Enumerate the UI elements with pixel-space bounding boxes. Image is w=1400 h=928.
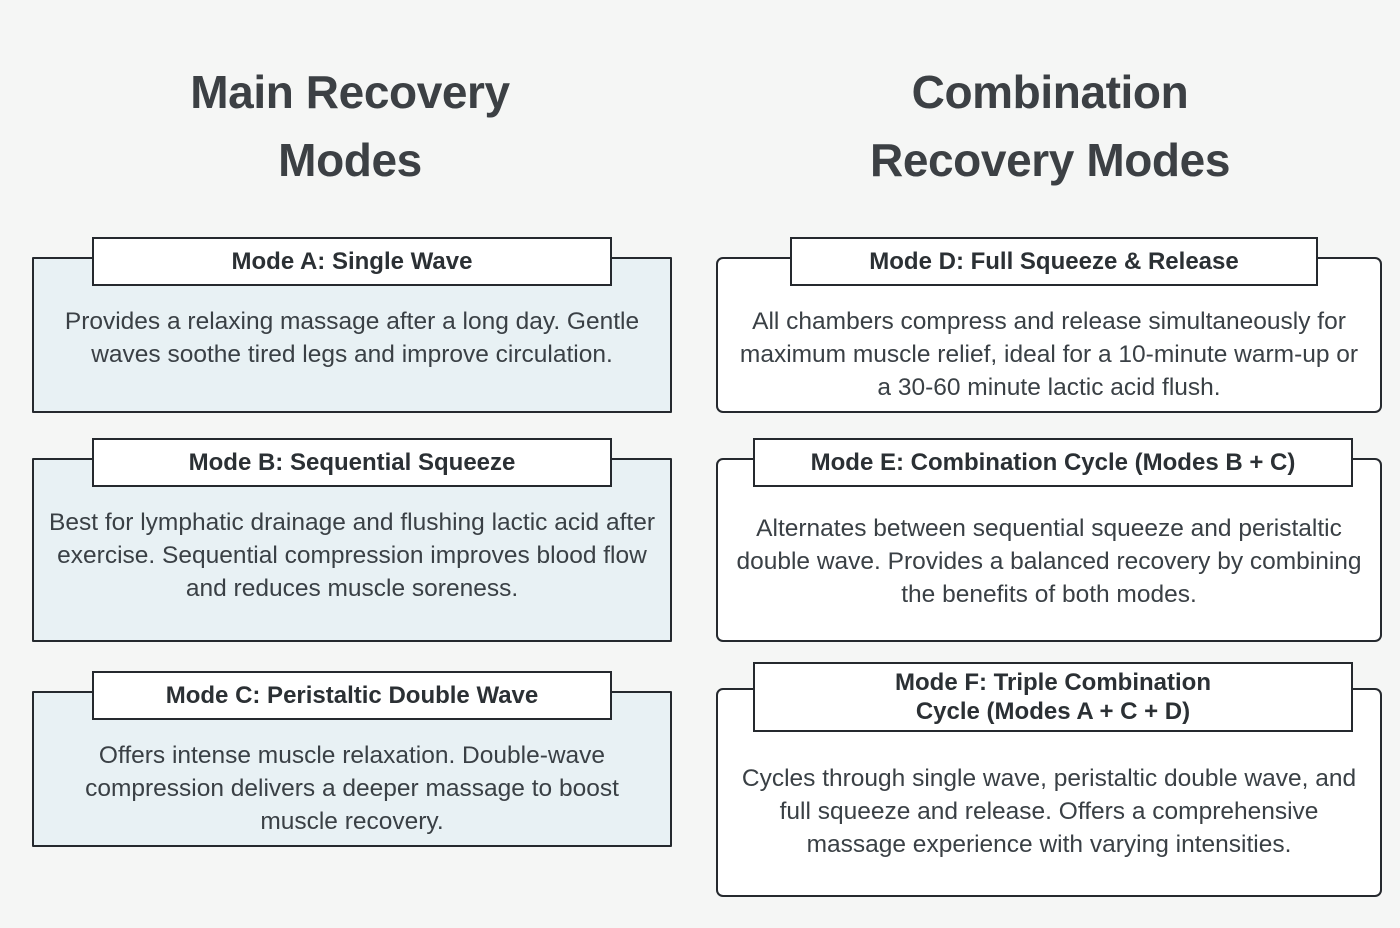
card-title-mode-e: Mode E: Combination Cycle (Modes B + C) [753, 438, 1353, 487]
card-description-mode-c: Offers intense muscle relaxation. Double… [85, 742, 619, 836]
card-mode-c[interactable]: Offers intense muscle relaxation. Double… [32, 671, 672, 847]
column-title-main-recovery-modes: Main Recovery Modes [190, 66, 510, 187]
card-mode-d[interactable]: All chambers compress and release simult… [716, 237, 1382, 413]
card-body-mode-e: Alternates between sequential squeeze an… [716, 458, 1382, 642]
card-title-mode-d: Mode D: Full Squeeze & Release [790, 237, 1318, 286]
card-description-mode-b: Best for lymphatic drainage and flushing… [48, 509, 656, 603]
card-description-mode-a: Provides a relaxing massage after a long… [64, 308, 640, 369]
column-main-recovery-modes: Main Recovery Modes Provides a relaxing … [32, 66, 672, 847]
card-mode-f[interactable]: Cycles through single wave, peristaltic … [716, 662, 1382, 897]
card-title-mode-b: Mode B: Sequential Squeeze [92, 438, 612, 487]
card-description-mode-f: Cycles through single wave, peristaltic … [741, 765, 1357, 859]
column-combination-recovery-modes: Combination Recovery Modes All chambers … [700, 0, 1400, 928]
card-title-mode-f: Mode F: Triple Combination Cycle (Modes … [753, 662, 1353, 732]
card-mode-b[interactable]: Best for lymphatic drainage and flushing… [32, 438, 672, 642]
card-mode-e[interactable]: Alternates between sequential squeeze an… [716, 438, 1382, 642]
card-mode-a[interactable]: Provides a relaxing massage after a long… [32, 237, 672, 413]
card-title-mode-c: Mode C: Peristaltic Double Wave [92, 671, 612, 720]
card-title-mode-a: Mode A: Single Wave [92, 237, 612, 286]
column-title-combination-recovery-modes: Combination Recovery Modes [870, 66, 1230, 187]
card-description-mode-e: Alternates between sequential squeeze an… [736, 515, 1362, 609]
card-description-mode-d: All chambers compress and release simult… [739, 308, 1359, 402]
